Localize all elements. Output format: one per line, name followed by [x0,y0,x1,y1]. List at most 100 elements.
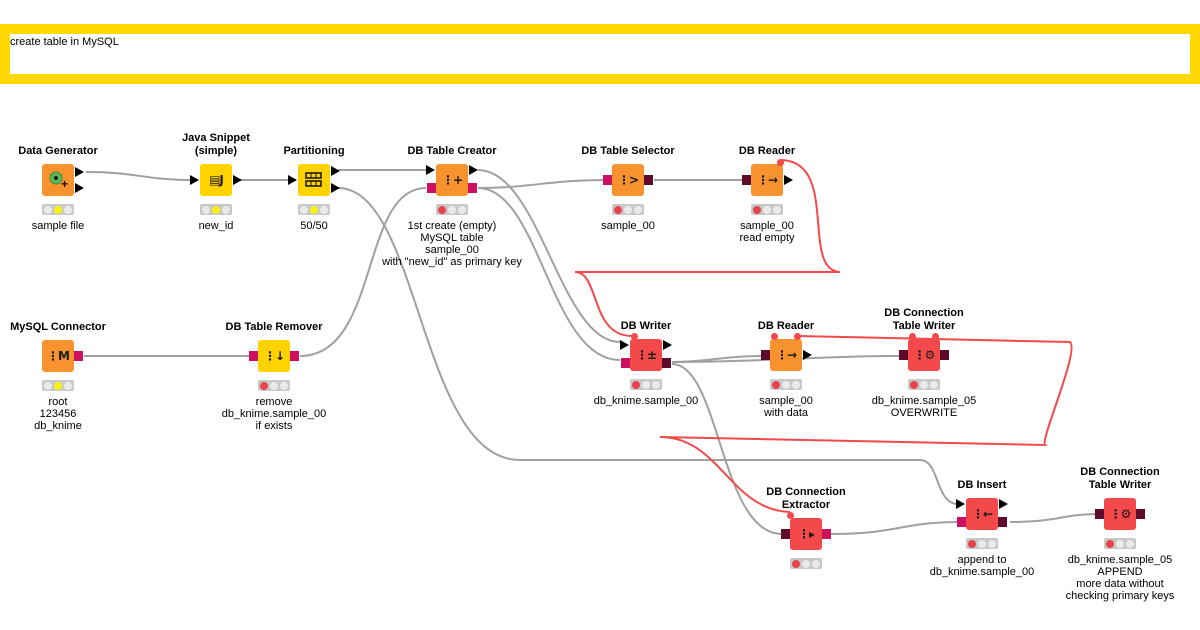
flow-variable-input-port[interactable] [787,512,794,519]
flow-variable-output-port[interactable] [794,333,801,340]
db-data-input-port[interactable] [742,175,751,185]
status-light [612,204,644,215]
flow-variable-output-port[interactable] [932,333,939,340]
node-label[interactable]: db_knime.sample_05 APPEND more data with… [1065,554,1175,602]
db-input-port[interactable] [603,175,612,185]
status-light [42,204,74,215]
flow-variable-output-port[interactable] [777,159,784,166]
node-label[interactable]: new_id [198,220,234,232]
node-title: DB Connection Table Writer [1080,466,1160,491]
db-reader-icon[interactable]: ⋮→ [770,339,802,371]
db-connection-table-writer-icon[interactable]: ⋮⚙ [1104,498,1136,530]
db-output-port[interactable] [74,351,83,361]
node-title: Java Snippet (simple) [182,132,250,157]
node-label[interactable]: db_knime.sample_00 [593,395,699,407]
input-port[interactable] [288,175,297,185]
wire-tablecreator-tableselector[interactable] [477,179,605,189]
node-title: DB Connection Table Writer [884,307,964,332]
node-label[interactable]: sample_00 [601,220,655,232]
data-generator-glyph: + [49,171,68,191]
node-label[interactable]: db_knime.sample_05 OVERWRITE [871,395,977,419]
node-label[interactable]: append to db_knime.sample_00 [929,554,1035,578]
output-port[interactable] [663,340,672,350]
db-reader-icon[interactable]: ⋮→ [751,164,783,196]
db-writer-icon[interactable]: ⋮± [630,339,662,371]
status-light [770,379,802,390]
wire-dbwriter-extractor[interactable] [671,363,783,535]
output-port[interactable] [233,175,242,185]
wire-datagen-java[interactable] [85,171,197,181]
status-light [200,204,232,215]
db-output-port[interactable] [468,183,477,193]
db-data-input-port[interactable] [899,350,908,360]
flow-variable-input-port[interactable] [909,333,916,340]
input-port[interactable] [190,175,199,185]
wire-tablecreator-dbwriter-db[interactable] [477,187,621,361]
java-snippet-icon[interactable]: ▤J [200,164,232,196]
node-title: DB Insert [957,479,1007,491]
data-generator-icon[interactable]: + [42,164,74,196]
partitioning-icon[interactable] [298,164,330,196]
wire-tablecreator-dbwriter-data[interactable] [477,169,621,343]
output-port[interactable] [75,183,84,193]
node-title: DB Table Selector [581,145,675,157]
output-port[interactable] [469,165,478,175]
node-title: DB Reader [738,145,796,157]
db-data-output-port[interactable] [644,175,653,185]
node-label[interactable]: root 123456 db_knime [34,396,82,432]
output-port[interactable] [331,166,340,176]
status-light [436,204,468,215]
db-output-port[interactable] [290,351,299,361]
db-table-remover-icon[interactable]: ⋮↓ [258,340,290,372]
output-port[interactable] [331,183,340,193]
mysql-connector-icon[interactable]: ⋮M [42,340,74,372]
output-port[interactable] [784,175,793,185]
node-title: DB Connection Extractor [766,486,846,511]
status-light [908,379,940,390]
node-label[interactable]: sample file [31,220,85,232]
db-connection-extractor-icon[interactable]: ⋮▸ [790,518,822,550]
input-port[interactable] [620,340,629,350]
db-table-creator-icon[interactable]: ⋮+ [436,164,468,196]
flow-wire-dbreader2-conntablewriter1[interactable] [659,335,1073,513]
db-data-output-port[interactable] [662,358,671,368]
db-data-input-port[interactable] [781,529,790,539]
db-data-input-port[interactable] [1095,509,1104,519]
input-port[interactable] [426,165,435,175]
flow-variable-input-port[interactable] [631,333,638,340]
db-input-port[interactable] [427,183,436,193]
node-label[interactable]: 1st create (empty) MySQL table sample_00… [382,220,522,268]
output-port[interactable] [75,167,84,177]
status-light [42,380,74,391]
workflow-annotation[interactable]: create table in MySQL [0,24,1200,84]
input-port[interactable] [956,499,965,509]
db-data-input-port[interactable] [761,350,770,360]
db-data-output-port[interactable] [1136,509,1145,519]
node-label[interactable]: remove db_knime.sample_00 if exists [221,396,327,432]
output-port[interactable] [803,350,812,360]
wire-dbinsert-conntablewriter2[interactable] [1009,513,1103,523]
wire-tableremover-tablecreator[interactable] [299,187,427,357]
db-insert-icon[interactable]: ⋮← [966,498,998,530]
db-input-port[interactable] [249,351,258,361]
node-label[interactable]: 50/50 [300,220,328,232]
output-port[interactable] [999,499,1008,509]
node-title: DB Reader [757,320,815,332]
node-label[interactable]: sample_00 read empty [739,220,795,244]
status-light [258,380,290,391]
db-data-output-port[interactable] [940,350,949,360]
db-output-port[interactable] [822,529,831,539]
flow-variable-input-port[interactable] [771,333,778,340]
db-table-selector-icon[interactable]: ⋮> [612,164,644,196]
wire-extractor-dbinsert[interactable] [829,521,961,535]
node-title: DB Table Remover [225,321,323,333]
db-input-port[interactable] [957,517,966,527]
partitioning-glyph [305,172,322,187]
db-input-port[interactable] [621,358,630,368]
node-label[interactable]: sample_00 with data [759,395,813,419]
db-data-output-port[interactable] [998,517,1007,527]
node-title: MySQL Connector [10,321,106,333]
db-connection-table-writer-icon[interactable]: ⋮⚙ [908,339,940,371]
flow-wire-dbreader1-dbwriter[interactable] [574,159,841,337]
